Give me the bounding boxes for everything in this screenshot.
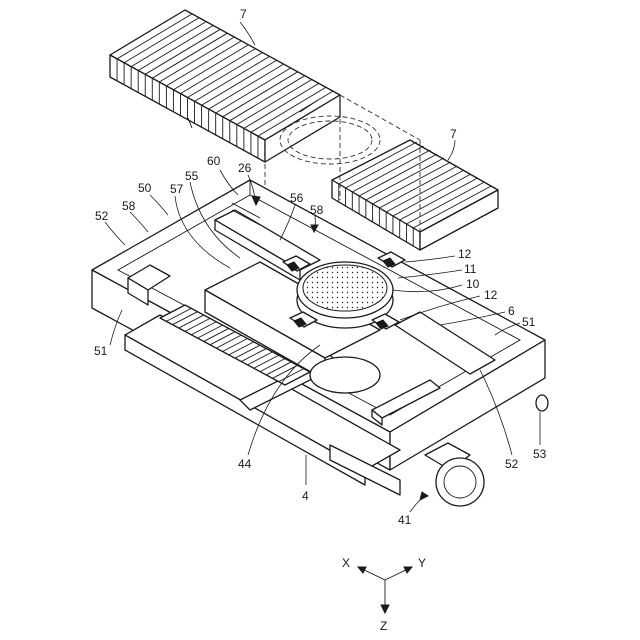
label-52-left: 52 (95, 209, 109, 223)
label-55: 55 (185, 169, 199, 183)
axis-x-label: X (342, 556, 350, 570)
label-52-right: 52 (505, 457, 519, 471)
axis-y-label: Y (418, 556, 426, 570)
label-58-left: 58 (122, 199, 136, 213)
label-57: 57 (170, 182, 184, 196)
bellows-cover-left (110, 10, 340, 162)
label-58-right: 58 (310, 203, 324, 217)
label-7-right: 7 (450, 127, 457, 141)
bellows-cover-right (332, 140, 498, 250)
label-56: 56 (290, 191, 304, 205)
label-12-lower: 12 (484, 288, 498, 302)
label-6: 6 (508, 304, 515, 318)
label-10: 10 (466, 277, 480, 291)
label-60: 60 (207, 154, 221, 168)
motor (425, 443, 484, 506)
label-12-upper: 12 (458, 247, 472, 261)
label-4: 4 (302, 489, 309, 503)
label-41: 41 (398, 513, 412, 527)
label-7-top: 7 (240, 7, 247, 21)
label-53: 53 (533, 447, 547, 461)
label-26: 26 (238, 161, 252, 175)
axis-z-label: Z (380, 619, 387, 633)
bearing-block (536, 395, 548, 411)
label-50: 50 (138, 181, 152, 195)
label-51-left: 51 (94, 344, 108, 358)
label-51-right: 51 (522, 315, 536, 329)
coordinate-axes: X Y Z (342, 556, 426, 633)
label-44: 44 (238, 457, 252, 471)
label-11: 11 (464, 262, 477, 276)
